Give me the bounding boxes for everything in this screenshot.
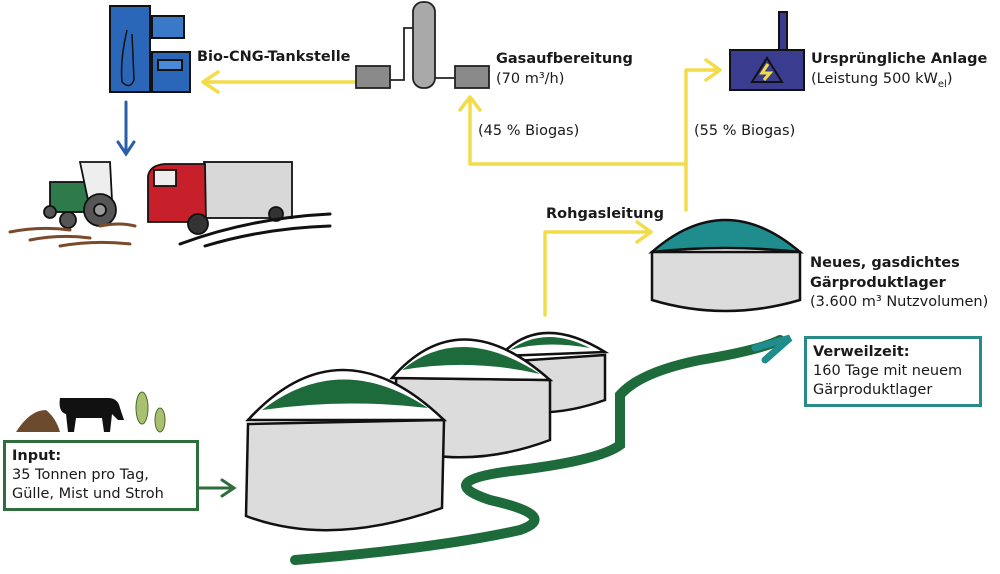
digestate-pipe bbox=[290, 335, 785, 565]
arrowhead-original bbox=[704, 58, 722, 82]
dwell-time-box: Verweilzeit: 160 Tage mit neuem Gärprodu… bbox=[804, 336, 982, 407]
dwell-time-line1: 160 Tage mit neuem bbox=[813, 363, 963, 379]
fuel-dispenser-icon bbox=[109, 5, 191, 93]
dwell-time-title: Verweilzeit: bbox=[813, 344, 910, 360]
arrowhead-upgrading bbox=[458, 95, 482, 112]
input-box: Input: 35 Tonnen pro Tag, Gülle, Mist un… bbox=[3, 440, 199, 511]
arrowhead-cng bbox=[201, 70, 220, 94]
input-line1: 35 Tonnen pro Tag, bbox=[12, 467, 149, 483]
digester-tank-icon bbox=[244, 368, 448, 532]
input-title: Input: bbox=[12, 448, 62, 464]
storage-volume: (3.600 m³ Nutzvolumen) bbox=[810, 294, 989, 310]
gas-upgrading-column-icon bbox=[355, 1, 490, 89]
capacity-text: (Leistung 500 kW bbox=[811, 71, 938, 87]
manure-pile-icon bbox=[16, 410, 60, 432]
storage-tank-icon bbox=[648, 218, 804, 313]
truck-icon bbox=[147, 161, 293, 235]
field-furrows bbox=[8, 222, 137, 248]
road-lines bbox=[178, 212, 332, 248]
line-digester-to-storage bbox=[543, 230, 652, 317]
gas-lines bbox=[201, 58, 722, 317]
arrow-dispenser-to-vehicles bbox=[116, 100, 136, 157]
capacity-subscript: el bbox=[937, 78, 947, 90]
storage-label-line2: Gärproduktlager bbox=[810, 275, 946, 291]
raw-gas-line-label: Rohgasleitung bbox=[546, 206, 664, 222]
dwell-time-line2: Gärproduktlager bbox=[813, 382, 933, 398]
gas-upgrading-label: Gasaufbereitung bbox=[496, 51, 633, 67]
cow-icon bbox=[59, 398, 124, 432]
arrowhead-storage bbox=[635, 220, 653, 244]
input-line2: Gülle, Mist und Stroh bbox=[12, 486, 164, 502]
corn-plant-icon bbox=[135, 391, 166, 433]
original-plant-capacity: (Leistung 500 kWel) bbox=[811, 70, 953, 94]
arrow-input-to-digester bbox=[192, 478, 237, 498]
storage-label-line1: Neues, gasdichtes bbox=[810, 255, 960, 271]
original-plant-label: Ursprüngliche Anlage bbox=[811, 51, 988, 67]
capacity-suffix: ) bbox=[946, 71, 953, 87]
tractor-icon bbox=[43, 161, 117, 229]
line-split-to-upgrading bbox=[468, 96, 688, 166]
line-split-to-original bbox=[684, 68, 720, 212]
flow-label-45: (45 % Biogas) bbox=[478, 123, 580, 139]
arrow-pipe-to-dwell bbox=[751, 334, 793, 364]
chp-unit-icon bbox=[729, 11, 805, 91]
cng-station-label: Bio-CNG-Tankstelle bbox=[197, 49, 351, 65]
gas-upgrading-capacity: (70 m³/h) bbox=[496, 71, 565, 87]
flow-label-55: (55 % Biogas) bbox=[694, 123, 796, 139]
